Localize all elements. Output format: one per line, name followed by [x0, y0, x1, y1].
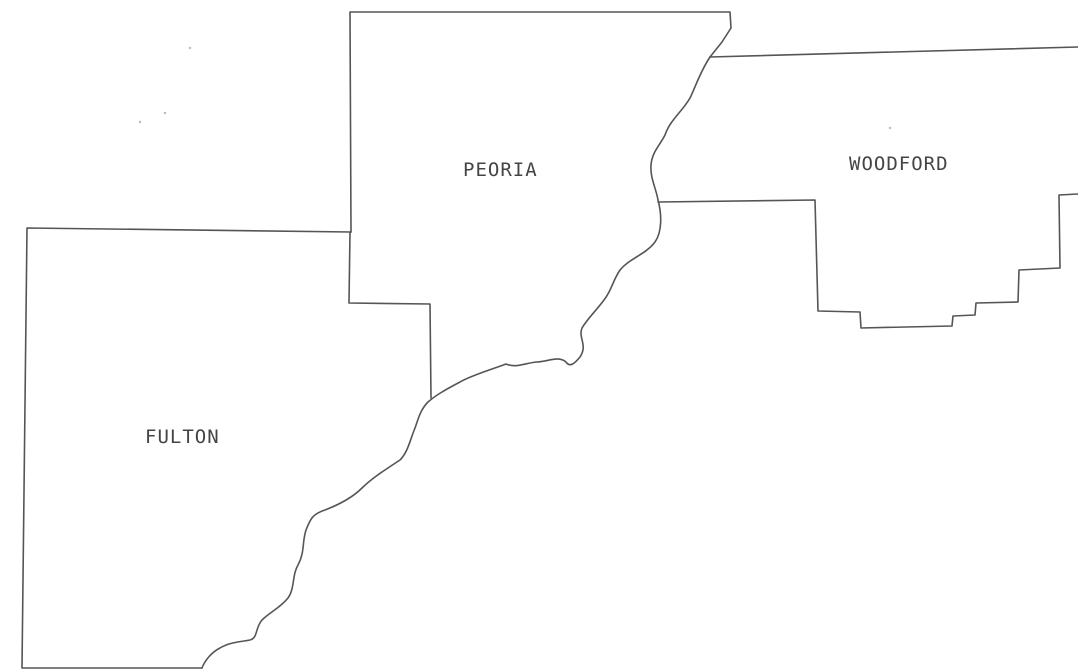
scan-speck — [888, 126, 892, 130]
scan-speck — [163, 111, 167, 115]
woodford-south-boundary — [657, 193, 1078, 329]
county-label-fulton: FULTON — [145, 426, 220, 448]
county-label-woodford: WOODFORD — [849, 153, 949, 175]
county-label-peoria: PEORIA — [463, 159, 538, 181]
peoria-boundary — [349, 11, 732, 233]
woodford-north-boundary — [709, 46, 1078, 58]
illinois-river-boundary — [201, 56, 711, 669]
fulton-boundary — [21, 227, 352, 669]
scan-speck — [188, 46, 192, 50]
peoria-south-boundary — [348, 231, 432, 399]
scan-speck — [138, 120, 142, 124]
